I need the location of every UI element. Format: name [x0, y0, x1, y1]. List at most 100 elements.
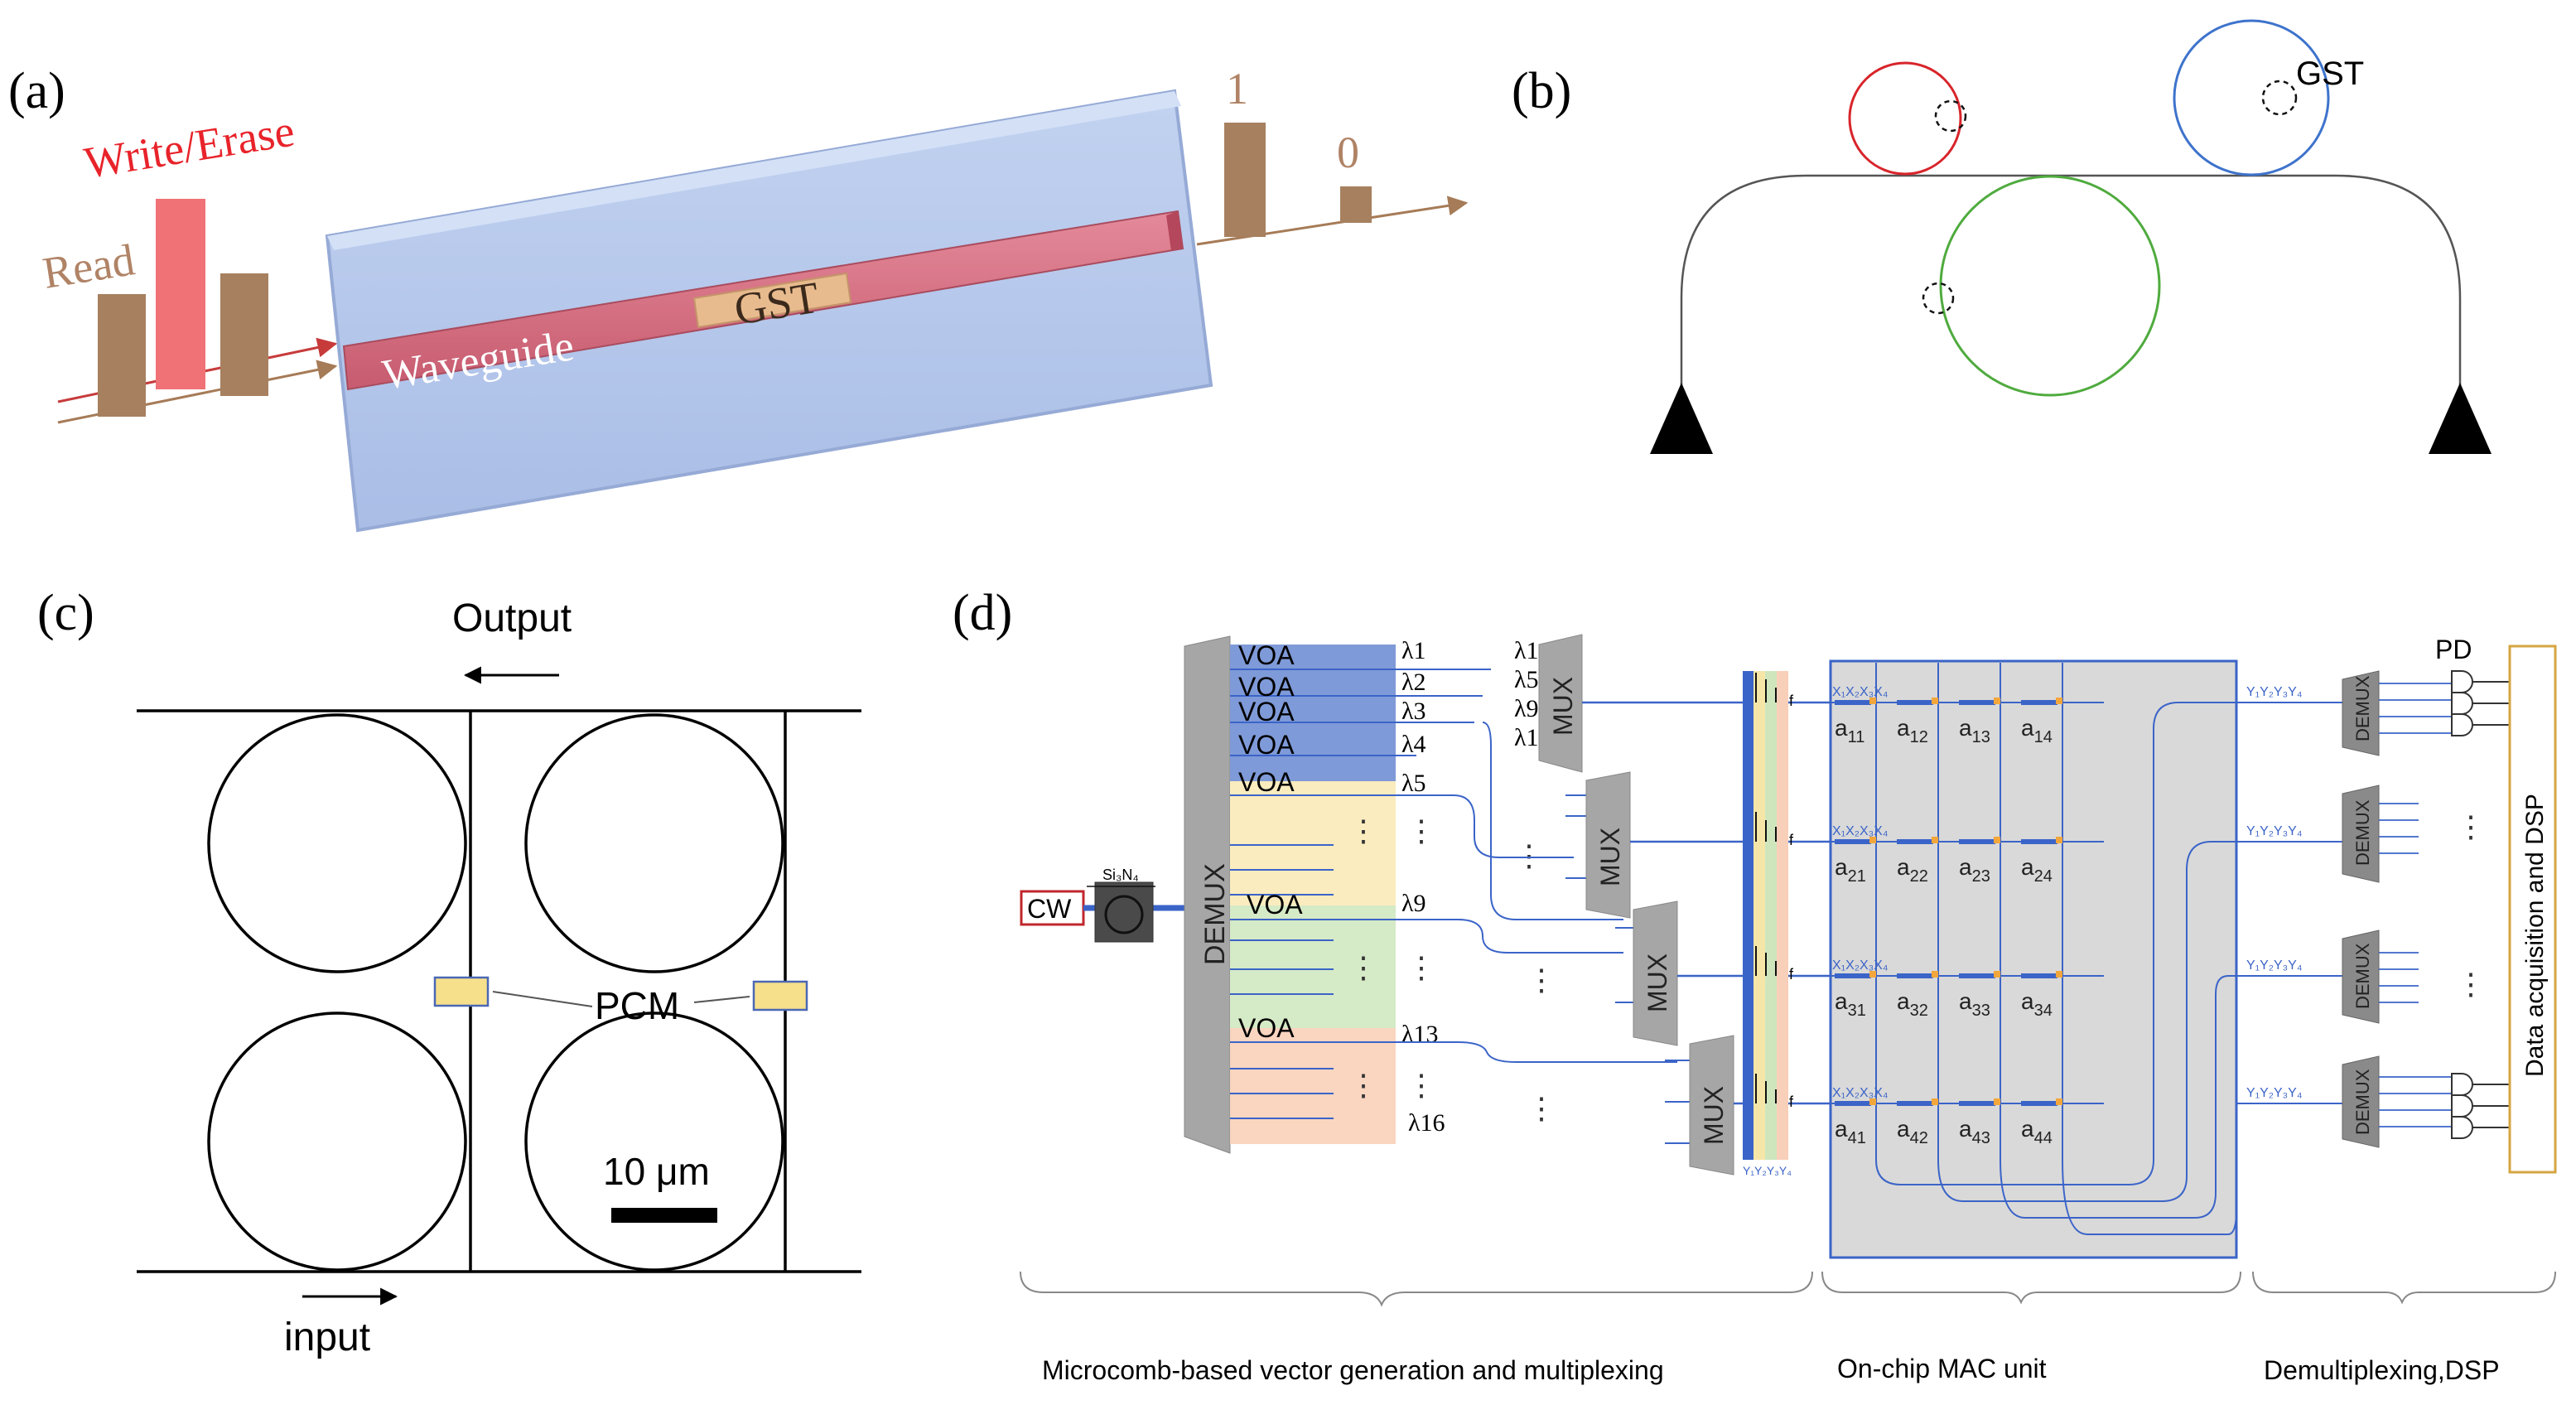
- gst-spot-red: [1934, 99, 1967, 133]
- svg-text:Y₁Y₂Y₃Y₄: Y₁Y₂Y₃Y₄: [2246, 1086, 2302, 1100]
- mux-routing: [1396, 722, 1690, 1144]
- demux-main-label: DEMUX: [1199, 863, 1231, 965]
- mac-unit: [1829, 659, 2238, 1259]
- mac-cell-pcm: [1869, 837, 1876, 843]
- mac-cell-waveguide: [1835, 1101, 1871, 1106]
- bus-waveguide: [1680, 174, 2462, 451]
- panel-a: (a) Write/Erase Read GST Waveguide 1 0: [8, 63, 1469, 533]
- scale-bar-label: 10 μm: [603, 1150, 710, 1193]
- svg-text:f: f: [1789, 693, 1794, 709]
- mux-1: [1538, 634, 1583, 773]
- photodiode: [2451, 1073, 2473, 1096]
- grating-coupler-left: [1650, 383, 1713, 454]
- mux-3: [1633, 900, 1678, 1046]
- svg-text:⋮: ⋮: [1406, 951, 1436, 984]
- voa-label: VOA: [1238, 730, 1295, 760]
- x-input-label: X₁X₂X₃X₄: [1832, 1086, 1888, 1100]
- mac-weight-label: a43: [1959, 1116, 1990, 1147]
- output-label: Output: [452, 596, 572, 640]
- svg-text:⋮: ⋮: [1514, 839, 1544, 872]
- section-label-2: On-chip MAC unit: [1837, 1354, 2047, 1383]
- panel-label-c: (c): [37, 585, 94, 641]
- y-bottom-label: Y₁Y₂Y₃Y₄: [1743, 1164, 1792, 1177]
- mux-label: MUX: [1595, 828, 1625, 886]
- mac-cell-waveguide: [1959, 1101, 1995, 1106]
- mac-weight-label: a14: [2021, 715, 2053, 746]
- mac-weight-label: a11: [1835, 715, 1864, 746]
- mac-weight-label: a44: [2021, 1116, 2053, 1147]
- voa-label: VOA: [1238, 767, 1295, 797]
- spectrum-ticks: [1755, 673, 1777, 1103]
- section-braces: [1020, 1271, 2556, 1307]
- panel-b: (b) GST: [1512, 19, 2492, 454]
- voa-label: VOA: [1238, 672, 1295, 702]
- demux-out-1: [2342, 670, 2380, 756]
- voa-block-orange: [1230, 1028, 1396, 1144]
- pd-label: PD: [2435, 635, 2472, 664]
- output-bit-zero: [1340, 186, 1372, 223]
- mac-weight-label: a41: [1835, 1116, 1866, 1147]
- lambda-mux-label: λ1: [1514, 637, 1539, 664]
- write-erase-label: Write/Erase: [80, 106, 297, 188]
- si3n4-label: Si₃N₄: [1102, 867, 1139, 883]
- read-pulse-1: [98, 294, 146, 417]
- lambda-label: λ1: [1401, 637, 1426, 664]
- section-label-1: Microcomb-based vector generation and mu…: [1042, 1355, 1664, 1385]
- voa-label: VOA: [1238, 1013, 1295, 1043]
- output-demux-blocks: DEMUX DEMUX DEMUX DEMUX: [2342, 670, 2380, 1148]
- read-pulse-2: [220, 273, 268, 396]
- mac-weight-label: a23: [1959, 854, 1990, 886]
- voa-block-yellow: [1230, 781, 1396, 905]
- demux-main: [1184, 635, 1231, 1154]
- lambda-label: λ16: [1408, 1109, 1445, 1137]
- mac-cell-pcm: [1869, 698, 1876, 704]
- gst-spot-blue: [2261, 80, 2298, 116]
- voa-labels: VOA VOA VOA VOA VOA VOA VOA: [1238, 640, 1303, 1043]
- gst-patch: [692, 272, 852, 329]
- svg-text:⋮: ⋮: [2456, 968, 2486, 1001]
- mac-cell-waveguide: [2021, 700, 2057, 705]
- pcm-label: PCM: [595, 984, 679, 1027]
- svg-text:f: f: [1789, 832, 1794, 848]
- panel-label-b: (b): [1512, 63, 1571, 119]
- ring-red: [1848, 61, 1962, 176]
- mac-cell-waveguide: [1897, 1101, 1933, 1106]
- mac-weight-label: a24: [2021, 854, 2053, 886]
- mac-cell-waveguide: [1897, 839, 1933, 844]
- photodiode: [2451, 1094, 2473, 1118]
- write-pulse: [156, 199, 205, 389]
- mac-weight-label: a32: [1897, 988, 1928, 1020]
- mac-cell-waveguide: [1959, 700, 1995, 705]
- mac-weight-label: a33: [1959, 988, 1990, 1020]
- mac-cell-waveguide: [1835, 839, 1871, 844]
- mac-cell-pcm: [1869, 971, 1876, 978]
- voa-label: VOA: [1238, 640, 1295, 670]
- output-lines: [2236, 702, 2352, 1104]
- freq-labels: f f f f: [1789, 693, 1794, 1110]
- demux-out-label: DEMUX: [2352, 943, 2373, 1009]
- mac-cell-waveguide: [1835, 700, 1871, 705]
- lambda-labels: λ1 λ2 λ3 λ4 λ5 λ9 λ13 λ16 λ1 λ5 λ9 λ13: [1401, 637, 1551, 1137]
- gst-label-b: GST: [2296, 56, 2364, 92]
- cw-label: CW: [1027, 894, 1072, 924]
- svg-text:f: f: [1789, 1094, 1794, 1110]
- mac-weight-label: a34: [2021, 988, 2053, 1020]
- lambda-label: λ4: [1401, 731, 1426, 758]
- mac-cell-pcm: [1994, 698, 2000, 704]
- photodiode: [2451, 670, 2473, 693]
- svg-text:f: f: [1789, 966, 1794, 983]
- panel-label-a: (a): [8, 63, 65, 119]
- voa-label: VOA: [1247, 890, 1303, 920]
- x-input-label: X₁X₂X₃X₄: [1832, 958, 1888, 973]
- mac-cell-waveguide: [1959, 839, 1995, 844]
- panel-d: (d) CW Si₃N₄ DEMUX: [953, 585, 2557, 1385]
- mac-cell-waveguide: [2021, 839, 2057, 844]
- mac-cell-waveguide: [2021, 1101, 2057, 1106]
- photodiode: [2451, 692, 2473, 715]
- svg-text:⋮: ⋮: [1527, 1092, 1556, 1125]
- mac-cell-pcm: [1994, 837, 2000, 843]
- mac-cell-pcm: [1869, 1098, 1876, 1105]
- svg-text:⋮: ⋮: [1348, 1069, 1378, 1102]
- demux-out-2: [2342, 785, 2380, 883]
